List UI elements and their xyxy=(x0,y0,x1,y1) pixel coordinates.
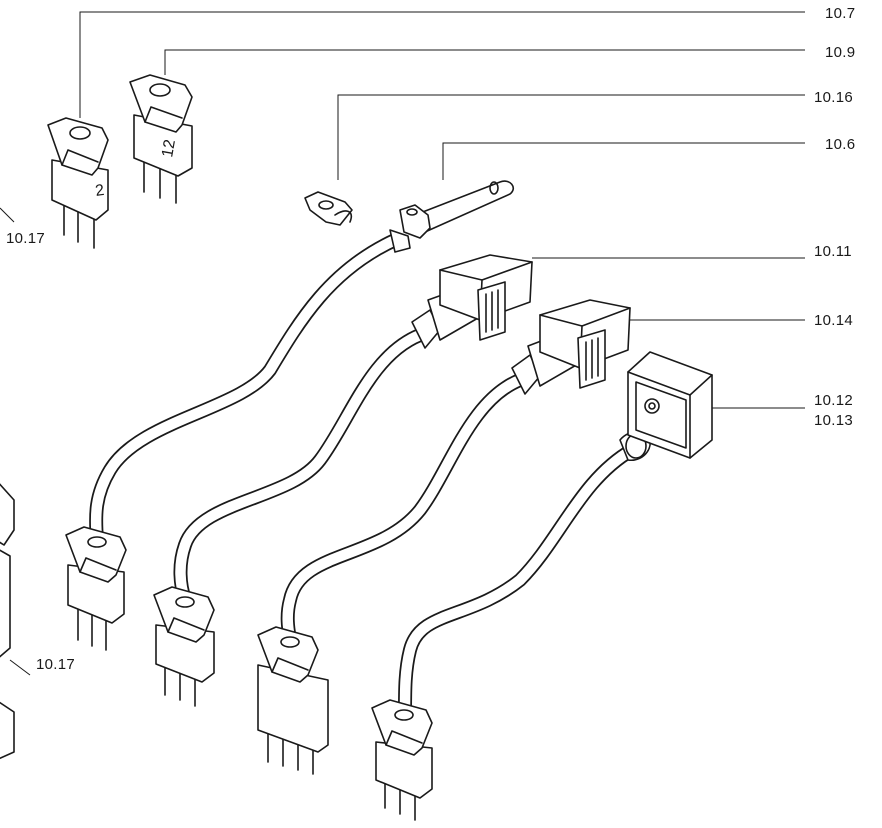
callout-10-17-top: 10.17 xyxy=(6,230,45,247)
plug-10-9: 12 xyxy=(129,74,193,204)
plug-bottom-1 xyxy=(65,526,127,651)
leader-10-16 xyxy=(337,94,805,180)
leader-10-6 xyxy=(442,142,805,180)
plug-marking-2: 2 xyxy=(94,182,105,200)
plug-bottom-3 xyxy=(257,626,329,775)
leader-10-7 xyxy=(79,11,805,118)
connector-10-12 xyxy=(619,351,713,462)
callout-10-11: 10.11 xyxy=(814,243,852,260)
callout-10-12: 10.12 xyxy=(814,392,853,409)
callout-10-7: 10.7 xyxy=(825,5,855,22)
callout-10-16: 10.16 xyxy=(814,89,853,106)
cables xyxy=(89,233,639,719)
plug-bottom-4 xyxy=(371,699,433,821)
clip-10-16 xyxy=(304,191,353,226)
callout-10-9: 10.9 xyxy=(825,44,855,61)
plug-10-7: 2 xyxy=(47,117,109,249)
callout-10-17-bottom: 10.17 xyxy=(36,656,75,673)
connector-10-11 xyxy=(411,254,533,349)
leader-lines xyxy=(0,11,805,676)
callout-10-13: 10.13 xyxy=(814,412,853,429)
partial-parts-left xyxy=(0,483,15,760)
leader-10-17-top xyxy=(0,207,15,223)
connector-10-14 xyxy=(511,299,631,395)
cable-10-11 xyxy=(173,328,427,607)
sensor-10-6 xyxy=(389,180,515,253)
leader-10-9 xyxy=(164,49,805,75)
callout-10-14: 10.14 xyxy=(814,312,853,329)
plug-bottom-2 xyxy=(153,586,215,707)
leader-10-17-bottom xyxy=(9,659,31,676)
callout-10-6: 10.6 xyxy=(825,136,855,153)
plug-marking-12: 12 xyxy=(159,138,179,159)
